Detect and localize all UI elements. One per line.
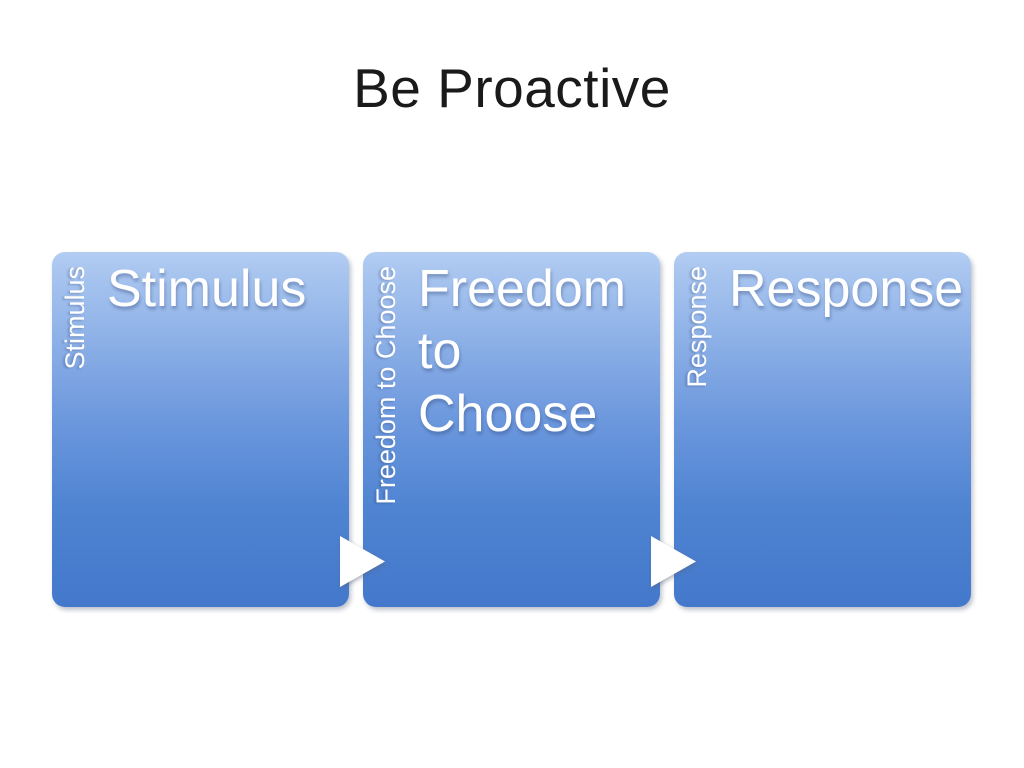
step-label-response: Response (729, 260, 964, 318)
vertical-side-label-freedom-to-choose: Freedom to Choose (371, 266, 401, 505)
step-label-freedom-to-choose: Freedom to Choose (418, 260, 627, 443)
right-triangle-arrow-icon (340, 536, 385, 587)
vertical-side-label-stimulus: Stimulus (60, 266, 90, 370)
process-step-response: Response Response (674, 252, 971, 607)
slide-title: Be Proactive (353, 57, 671, 119)
process-step-stimulus: Stimulus Stimulus (52, 252, 349, 607)
process-step-freedom-to-choose: Freedom to Choose Freedom to Choose (363, 252, 660, 607)
step-label-stimulus: Stimulus (107, 260, 307, 318)
vertical-side-label-response: Response (682, 266, 712, 388)
right-triangle-arrow-icon (651, 536, 696, 587)
